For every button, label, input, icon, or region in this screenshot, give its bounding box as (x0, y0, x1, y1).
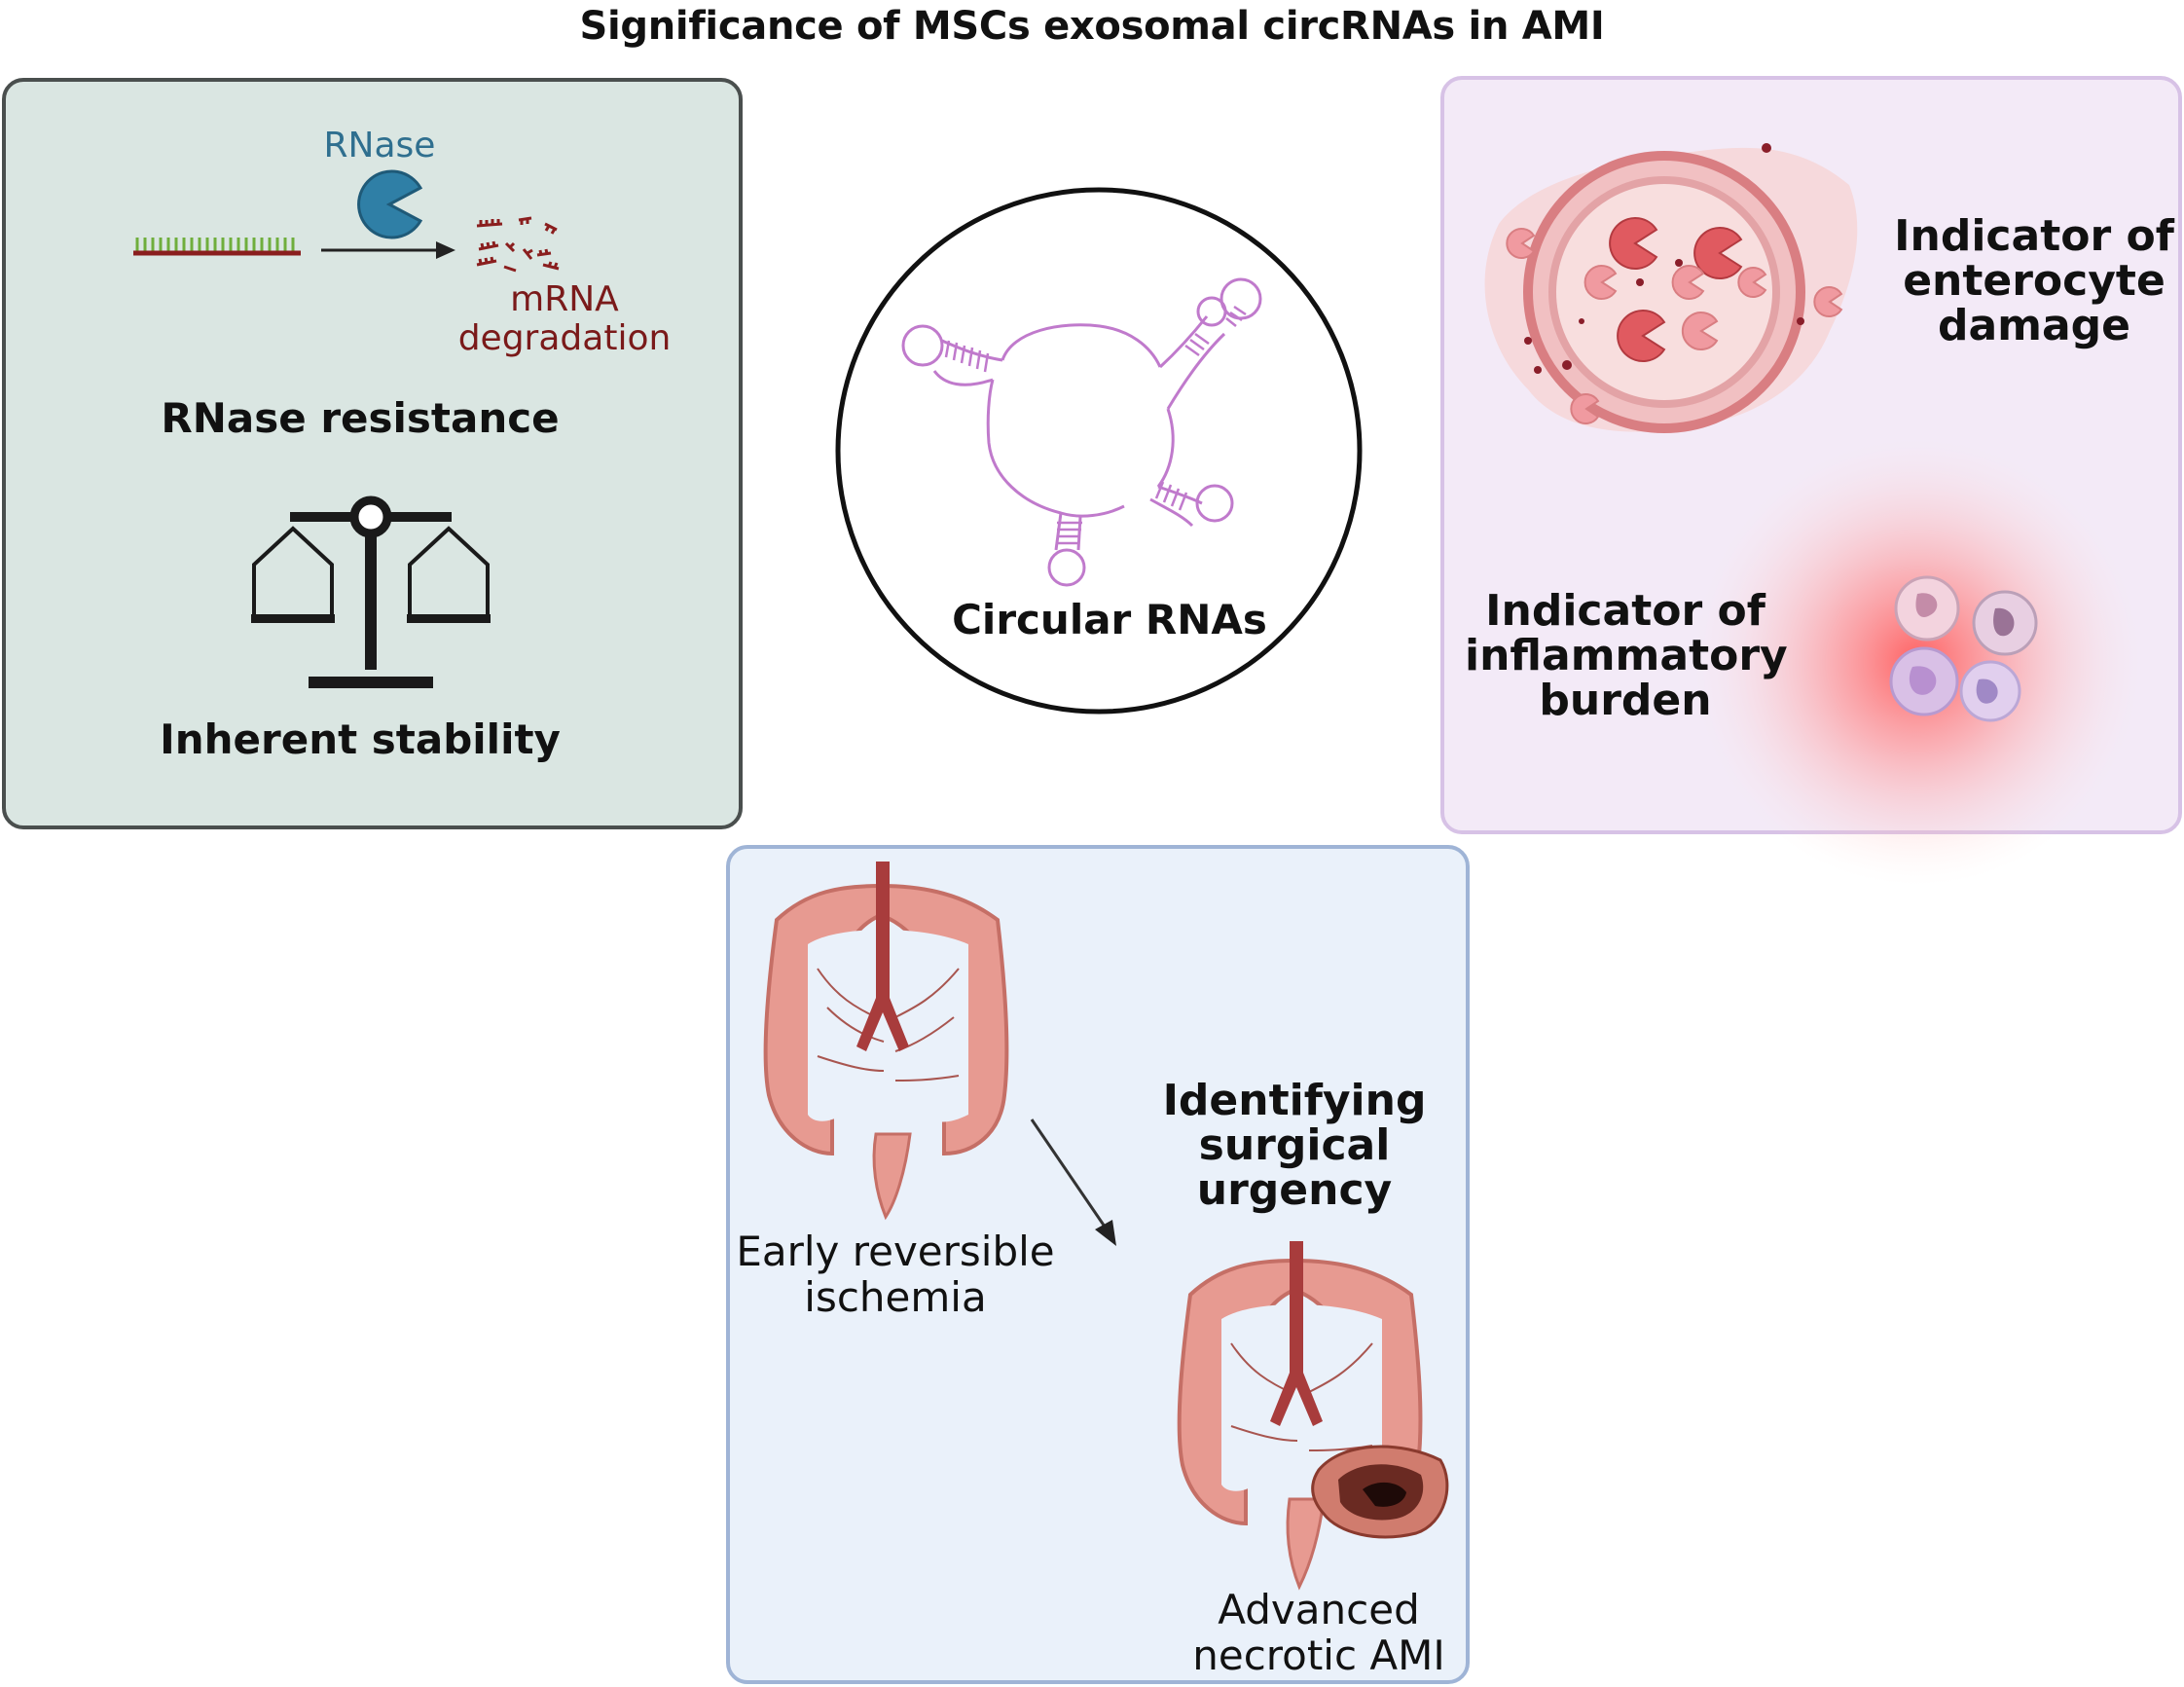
rnase-resistance-label: RNase resistance (161, 394, 560, 442)
surgical-urgency-label: Identifying surgical urgency (1162, 1076, 1427, 1216)
advanced-necrosis-intestine-icon (1177, 1241, 1449, 1591)
mrna-strand-icon (133, 238, 301, 256)
advanced-necrotic-label: Advanced necrotic AMI (1192, 1586, 1445, 1680)
degradation-arrow (321, 241, 455, 259)
immune-cells-icon (1889, 575, 2038, 722)
rnase-label: RNase (323, 126, 436, 165)
enterocyte-damage-label: Indicator of enterocyte damage (1894, 211, 2174, 351)
circrna-structure-icon (901, 277, 1262, 587)
enterocyte-damage-icon (1484, 143, 1858, 433)
balance-scale-icon (251, 495, 491, 688)
mrna-fragments-icon (476, 216, 560, 273)
early-ischemia-label: Early reversible ischemia (736, 1228, 1055, 1322)
circular-rnas-label: Circular RNAs (952, 596, 1267, 643)
inflammatory-burden-label: Indicator of inflammatory burden (1465, 586, 1788, 726)
early-ischemia-intestine-icon (763, 862, 1009, 1221)
figure-title: Significance of MSCs exosomal circRNAs i… (579, 4, 1605, 49)
inherent-stability-label: Inherent stability (160, 715, 561, 763)
rnase-enzyme-icon (357, 169, 423, 239)
mrna-degradation-label: mRNA degradation (457, 279, 672, 359)
progression-arrow (1030, 1119, 1116, 1246)
